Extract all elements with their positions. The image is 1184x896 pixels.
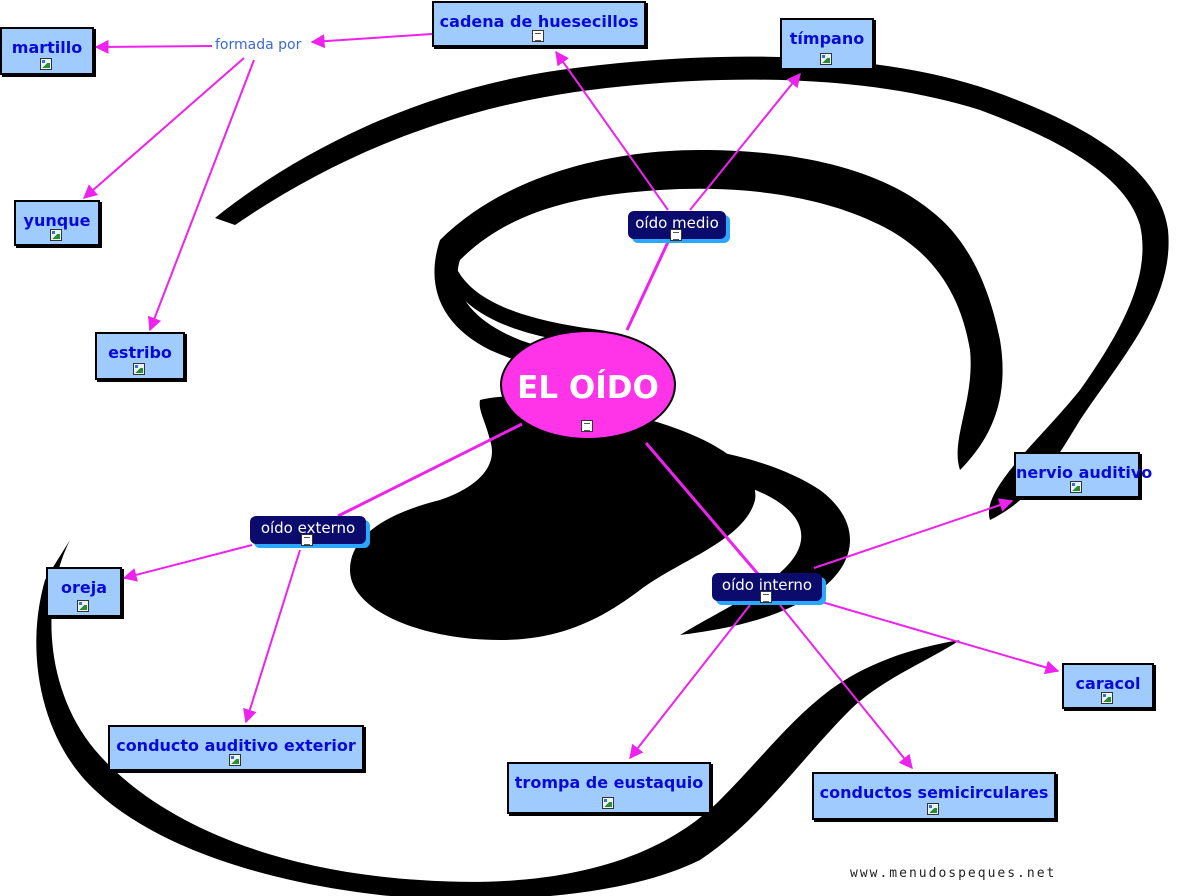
- concept-label: trompa de eustaquio: [514, 773, 704, 792]
- concept-label: cadena de huesecillos: [439, 12, 639, 31]
- concept-caracol[interactable]: caracol: [1062, 663, 1154, 709]
- concept-trompa-de-eustaquio[interactable]: trompa de eustaquio: [507, 762, 711, 814]
- subconcept-label: oído externo: [260, 519, 356, 537]
- concept-label: estribo: [108, 343, 172, 362]
- document-icon[interactable]: [532, 30, 544, 42]
- image-icon[interactable]: [77, 600, 89, 612]
- site-watermark: www.menudospeques.net: [850, 866, 1057, 881]
- document-icon[interactable]: [670, 229, 682, 241]
- subconcept-oido-externo[interactable]: oído externo: [250, 516, 366, 546]
- document-icon[interactable]: [581, 420, 593, 432]
- concept-estribo[interactable]: estribo: [95, 332, 185, 380]
- concept-conducto-auditivo-exterior[interactable]: conducto auditivo exterior: [108, 725, 364, 771]
- concept-label: oreja: [60, 578, 107, 597]
- image-icon[interactable]: [229, 754, 241, 766]
- linking-phrase-formada-por[interactable]: formada por: [215, 37, 302, 53]
- document-icon[interactable]: [301, 534, 313, 546]
- concept-nervio-auditivo[interactable]: nervio auditivo: [1014, 452, 1153, 498]
- concept-martillo[interactable]: martillo: [0, 27, 94, 75]
- subconcept-label: oído interno: [721, 576, 813, 594]
- concept-timpano[interactable]: tímpano: [780, 18, 874, 70]
- image-icon[interactable]: [1101, 692, 1113, 704]
- subconcept-oido-medio[interactable]: oído medio: [628, 211, 726, 241]
- image-icon[interactable]: [927, 803, 939, 815]
- concept-label: caracol: [1075, 674, 1141, 693]
- image-icon[interactable]: [133, 363, 145, 375]
- concept-label: tímpano: [789, 29, 865, 48]
- image-icon[interactable]: [40, 58, 52, 70]
- image-icon[interactable]: [1070, 481, 1082, 493]
- subconcept-oido-interno[interactable]: oído interno: [712, 573, 822, 603]
- image-icon[interactable]: [820, 53, 832, 65]
- concept-label: martillo: [11, 38, 83, 57]
- image-icon[interactable]: [602, 797, 614, 809]
- concept-conductos-semicirculares[interactable]: conductos semicirculares: [812, 772, 1056, 820]
- concept-label: conductos semicirculares: [819, 783, 1049, 802]
- root-concept-el-oido[interactable]: EL OÍDO: [500, 330, 676, 440]
- document-icon[interactable]: [760, 591, 772, 603]
- subconcept-label: oído medio: [635, 214, 719, 232]
- image-icon[interactable]: [50, 229, 62, 241]
- concept-cadena-de-huesecillos[interactable]: cadena de huesecillos: [432, 1, 646, 47]
- concept-oreja[interactable]: oreja: [46, 567, 122, 617]
- ear-lobe-outer: [36, 540, 960, 896]
- root-concept-label: EL OÍDO: [517, 370, 659, 406]
- concept-label: yunque: [23, 211, 91, 230]
- concept-label: nervio auditivo: [1016, 463, 1153, 482]
- concept-label: conducto auditivo exterior: [116, 736, 356, 755]
- concept-yunque[interactable]: yunque: [14, 200, 100, 246]
